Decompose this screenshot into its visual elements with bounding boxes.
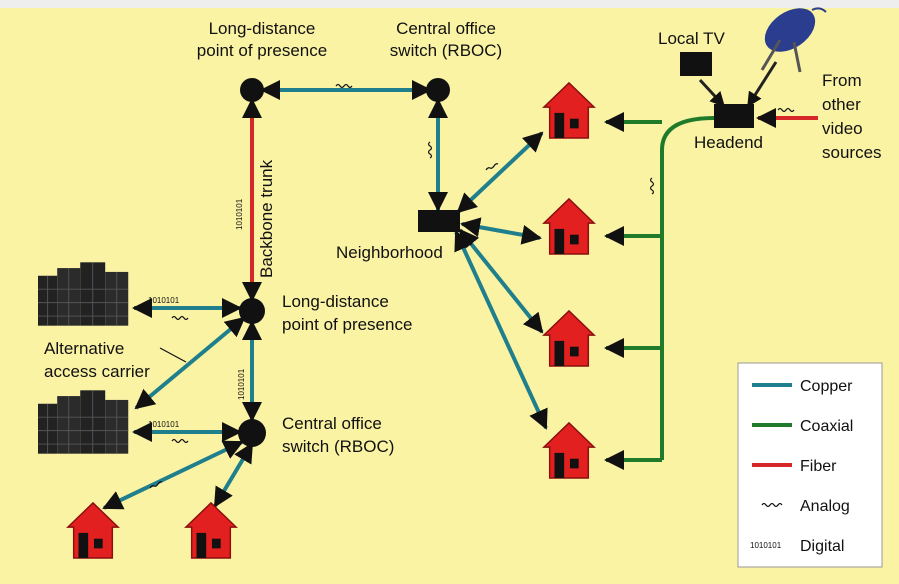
- copper-nbhd-house2: [460, 217, 542, 245]
- legend-analog-label: Analog: [800, 498, 850, 515]
- other-sources-label-3: video: [822, 119, 863, 138]
- local-tv-label: Local TV: [658, 29, 725, 48]
- dish-link: [746, 61, 778, 108]
- alt-carrier-pointer: [159, 347, 187, 363]
- backbone-trunk-label: Backbone trunk: [257, 159, 276, 278]
- building-1-icon: [38, 262, 129, 326]
- house-3-icon: [543, 310, 595, 367]
- satellite-dish-icon: [760, 7, 827, 73]
- house-4-icon: [543, 422, 595, 479]
- headend-label: Headend: [694, 133, 763, 152]
- alt-carrier-label-1: Alternative: [44, 339, 124, 358]
- connections: [102, 61, 818, 510]
- co-switch-bottom-label-2: switch (RBOC): [282, 437, 394, 456]
- building-2-icon: [38, 390, 129, 454]
- digital-code-building2: 1010101: [148, 420, 180, 429]
- ld-pop-mid-label-2: point of presence: [282, 315, 412, 334]
- neighborhood-label: Neighborhood: [336, 243, 443, 262]
- digital-code-backbone: 1010101: [235, 198, 244, 230]
- digital-code-pop-co: 1010101: [237, 368, 246, 400]
- headend-node: [714, 104, 754, 128]
- ld-pop-top-node: [240, 78, 264, 102]
- ld-pop-mid-label-1: Long-distance: [282, 292, 389, 311]
- house-1-icon: [543, 82, 595, 139]
- legend-digital-label: Digital: [800, 538, 844, 555]
- co-switch-top-label-2: switch (RBOC): [390, 41, 502, 60]
- co-switch-top-node: [426, 78, 450, 102]
- other-sources-label-2: other: [822, 95, 861, 114]
- legend-copper-label: Copper: [800, 378, 853, 395]
- top-band: [0, 0, 899, 8]
- co-switch-bottom-label-1: Central office: [282, 414, 382, 433]
- local-tv-link: [698, 78, 726, 108]
- house-2-icon: [543, 198, 595, 255]
- house-6-icon: [185, 502, 237, 559]
- digital-code-building1: 1010101: [148, 296, 180, 305]
- copper-nbhd-house3: [458, 228, 544, 334]
- neighborhood-node: [418, 210, 460, 232]
- ld-pop-top-label-1: Long-distance: [209, 19, 316, 38]
- analog-marks: [149, 83, 795, 489]
- other-sources-label-4: sources: [822, 143, 882, 162]
- copper-nbhd-house4: [454, 230, 548, 430]
- legend-coaxial-label: Coaxial: [800, 418, 853, 435]
- legend-analog-swatch: [761, 502, 783, 508]
- coaxial-trunk: [660, 116, 715, 460]
- legend-fiber-label: Fiber: [800, 458, 837, 475]
- copper-nbhd-house1: [456, 131, 544, 214]
- local-tv-icon: [680, 52, 712, 76]
- other-sources-label-1: From: [822, 71, 862, 90]
- ld-pop-top-label-2: point of presence: [197, 41, 327, 60]
- legend-digital-swatch: 1010101: [750, 541, 782, 550]
- copper-building2-pop: [134, 316, 246, 410]
- copper-co-house-right: [213, 442, 254, 508]
- co-switch-top-label-1: Central office: [396, 19, 496, 38]
- legend: Copper Coaxial Fiber Analog 1010101 Digi…: [737, 362, 883, 568]
- co-switch-bottom-node: [238, 419, 266, 447]
- alt-carrier-label-2: access carrier: [44, 362, 150, 381]
- house-5-icon: [67, 502, 119, 559]
- ld-pop-mid-node: [239, 298, 265, 324]
